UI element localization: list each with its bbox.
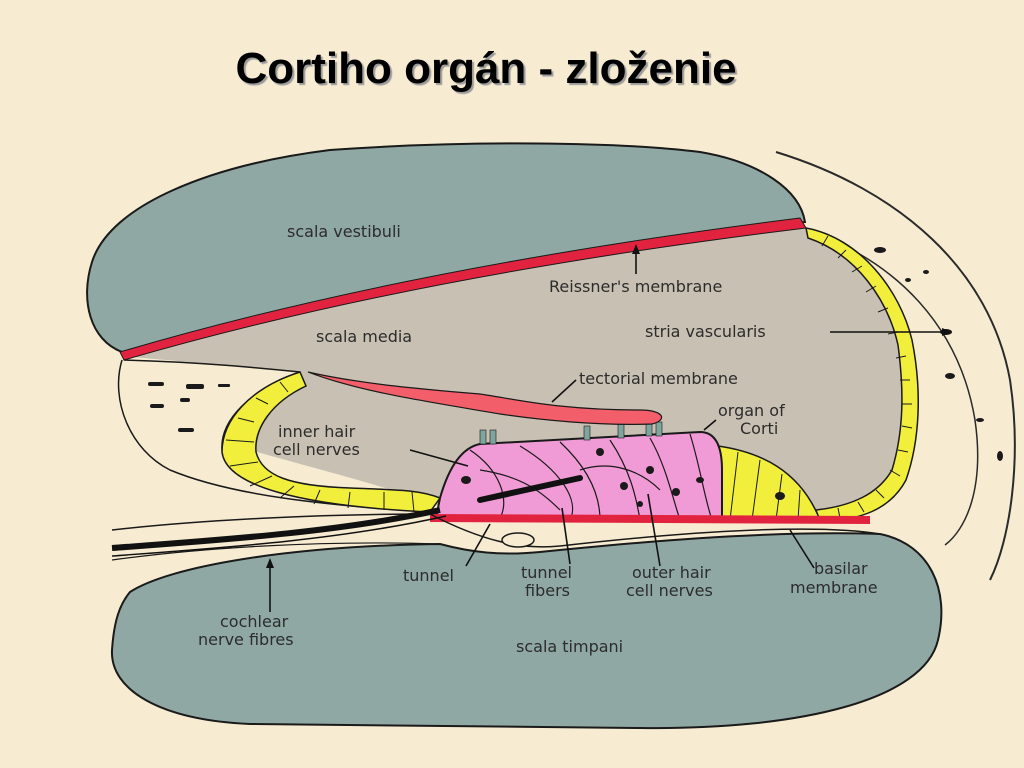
label-scala-vestibuli: scala vestibuli <box>287 222 401 241</box>
label-basilar-line2: membrane <box>790 578 878 597</box>
label-stria-vascularis: stria vascularis <box>645 322 766 341</box>
label-cochlear-line1: cochlear <box>220 612 289 631</box>
label-outer-hair-line2: cell nerves <box>626 581 713 600</box>
label-scala-timpani: scala timpani <box>516 637 623 656</box>
label-organ-of-corti-line1: organ of <box>718 401 785 420</box>
stereocilia <box>479 421 663 445</box>
slide-title: Cortiho orgán - zloženie <box>235 44 737 93</box>
organ-cell-nuclei <box>461 448 704 507</box>
leader-lines <box>266 244 952 612</box>
label-reissners-membrane: Reissner's membrane <box>549 277 722 296</box>
tunnel-fiber-band <box>477 475 583 503</box>
osseous-lamina-lower <box>111 513 881 548</box>
label-tunnel-fibers-line1: tunnel <box>521 563 572 582</box>
osseous-lamina-upper <box>111 542 441 561</box>
cochlear-nerve-fibres-shape <box>111 507 441 551</box>
label-inner-hair-line1: inner hair <box>278 422 356 441</box>
tunnel-opening <box>501 532 535 548</box>
tectorial-membrane-shape <box>307 371 663 425</box>
cochlear-wall-outline <box>775 151 1016 581</box>
inner-sulcus-cells <box>221 371 442 513</box>
label-tunnel: tunnel <box>403 566 454 585</box>
label-scala-media: scala media <box>316 327 412 346</box>
label-basilar-line1: basilar <box>814 559 868 578</box>
cochlear-nerve-fibres-edge <box>111 515 447 557</box>
cochlear-wall-inner <box>799 227 979 546</box>
organ-cell-outlines <box>469 433 713 521</box>
label-tunnel-fibers-line2: fibers <box>525 581 570 600</box>
label-inner-hair-line2: cell nerves <box>273 440 360 459</box>
bone-cell-dashes-left <box>148 382 230 432</box>
basilar-membrane-shape <box>430 514 870 524</box>
outer-cell-nucleus <box>775 492 785 500</box>
label-cochlear-line2: nerve fibres <box>198 630 294 649</box>
label-outer-hair-line1: outer hair <box>632 563 711 582</box>
label-tectorial-membrane: tectorial membrane <box>579 369 738 388</box>
inner-sulcus-cell-dividers <box>225 381 415 513</box>
label-organ-of-corti-line2: Corti <box>740 419 778 438</box>
